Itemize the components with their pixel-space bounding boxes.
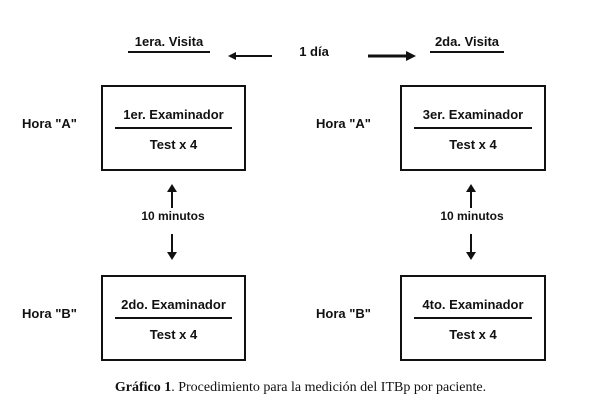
arrow-down-icon <box>167 234 177 260</box>
divider <box>115 127 232 129</box>
arrow-up-icon <box>466 184 476 208</box>
second-visit-label: 2da. Visita <box>430 34 504 53</box>
divider <box>115 317 232 319</box>
examiner-4-label: 4to. Examinador <box>422 297 524 312</box>
gap-label-right: 10 minutos <box>440 209 504 223</box>
arrow-down-icon <box>466 234 476 260</box>
gap-label-left: 10 minutos <box>141 209 205 223</box>
examiner-1-label: 1er. Examinador <box>123 107 224 122</box>
test-count-3: Test x 4 <box>449 137 497 152</box>
examiner-3-label: 3er. Examinador <box>422 107 524 122</box>
first-visit-label: 1era. Visita <box>128 34 210 53</box>
examiner-box-1: 1er. Examinador Test x 4 <box>101 85 246 171</box>
caption-label: Gráfico 1 <box>114 380 172 395</box>
test-count-2: Test x 4 <box>149 327 198 342</box>
caption-text: . Procedimiento para la medición del ITB… <box>171 380 487 395</box>
divider <box>414 127 532 129</box>
examiner-box-2: 2do. Examinador Test x 4 <box>101 275 246 361</box>
examiner-2-label: 2do. Examinador <box>121 297 226 312</box>
hour-b-label-right: Hora "B" <box>316 306 371 321</box>
arrow-right-icon <box>368 51 416 61</box>
arrow-left-icon <box>228 52 272 60</box>
divider <box>414 317 532 319</box>
figure-caption: Gráfico 1. Procedimiento para la medició… <box>0 380 601 396</box>
hour-a-label-right: Hora "A" <box>316 116 371 131</box>
hour-b-label-left: Hora "B" <box>22 306 77 321</box>
test-count-1: Test x 4 <box>149 137 198 152</box>
hour-a-label-left: Hora "A" <box>22 116 77 131</box>
test-count-4: Test x 4 <box>449 327 497 342</box>
arrow-up-icon <box>167 184 177 208</box>
examiner-box-3: 3er. Examinador Test x 4 <box>400 85 546 171</box>
visit-interval-label: 1 día <box>299 44 329 59</box>
examiner-box-4: 4to. Examinador Test x 4 <box>400 275 546 361</box>
